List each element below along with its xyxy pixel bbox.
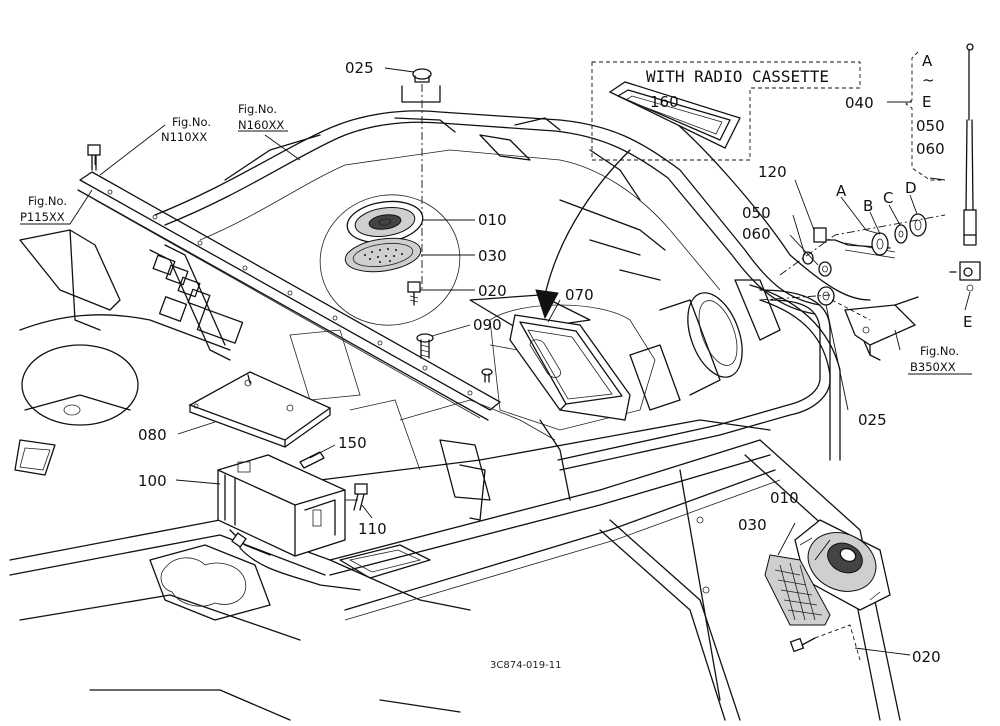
part-040-antenna (905, 43, 981, 292)
part-020-top-screw (407, 281, 421, 306)
fig-ref-n110xx: Fig.No. N110XX (161, 115, 211, 144)
label-100: 100 (138, 472, 167, 490)
label-040: 040 (845, 94, 874, 112)
part-080-bracket (188, 371, 332, 448)
label-025-right: 025 (858, 411, 887, 429)
part-030-bottom-grille (764, 554, 831, 626)
label-020-top: 020 (478, 282, 507, 300)
label-025-top: 025 (345, 59, 374, 77)
label-conn-a: A (836, 182, 847, 200)
antenna-range-a: A (922, 52, 933, 70)
svg-text:Fig.No.: Fig.No. (238, 102, 277, 116)
part-number-labels: 025 010 030 020 090 070 080 150 100 110 … (138, 52, 972, 666)
label-010-top: 010 (478, 211, 507, 229)
label-110: 110 (358, 520, 387, 538)
label-020-bottom: 020 (912, 648, 941, 666)
label-070: 070 (565, 286, 594, 304)
svg-text:N110XX: N110XX (161, 130, 207, 144)
part-030-top-grille (344, 237, 422, 273)
cabin-roof-frame (9, 85, 901, 721)
svg-text:N160XX: N160XX (238, 118, 284, 132)
antenna-range-tilde: ~ (922, 71, 935, 89)
label-conn-b: B (863, 197, 873, 215)
fig-ref-n160xx: Fig.No. N160XX (238, 102, 288, 132)
drawing-code: 3C874-019-11 (490, 660, 561, 671)
antenna-mount-fittings (759, 213, 946, 356)
callout-title: WITH RADIO CASSETTE (646, 67, 829, 86)
part-150-pin (299, 451, 325, 469)
part-010-top-speaker (346, 200, 424, 244)
svg-text:Fig.No.: Fig.No. (920, 344, 959, 358)
fig-ref-b350xx: Fig.No. B350XX (908, 344, 972, 375)
label-160: 160 (650, 93, 679, 111)
svg-text:Fig.No.: Fig.No. (28, 194, 67, 208)
figure-references: Fig.No. N110XX Fig.No. N160XX Fig.No. P1… (20, 102, 972, 375)
leader-lines (94, 67, 971, 656)
antenna-range-e: E (922, 93, 931, 111)
label-090: 090 (473, 316, 502, 334)
label-conn-e: E (963, 313, 972, 331)
svg-text:B350XX: B350XX (910, 360, 956, 374)
label-conn-d: D (905, 179, 917, 197)
label-060: 060 (742, 225, 771, 243)
svg-text:P115XX: P115XX (20, 210, 65, 224)
fig-ref-p115xx: Fig.No. P115XX (20, 189, 93, 225)
label-030-top: 030 (478, 247, 507, 265)
part-100-radio-holder (217, 454, 361, 591)
label-conn-c: C (883, 189, 893, 207)
part-090-screw (416, 333, 493, 383)
label-010-bottom: 010 (770, 489, 799, 507)
radio-cassette-callout: WITH RADIO CASSETTE (535, 61, 861, 320)
label-030-bottom: 030 (738, 516, 767, 534)
label-150: 150 (338, 434, 367, 452)
antenna-range-060: 060 (916, 140, 945, 158)
label-120: 120 (758, 163, 787, 181)
svg-text:Fig.No.: Fig.No. (172, 115, 211, 129)
part-020-bottom-screw (789, 624, 861, 661)
part-070-cover-plate (509, 314, 631, 421)
label-080: 080 (138, 426, 167, 444)
label-050: 050 (742, 204, 771, 222)
rail-screw (87, 144, 101, 171)
part-025-top-fastener (412, 68, 432, 290)
antenna-range-050: 050 (916, 117, 945, 135)
part-110-screw (345, 483, 368, 511)
